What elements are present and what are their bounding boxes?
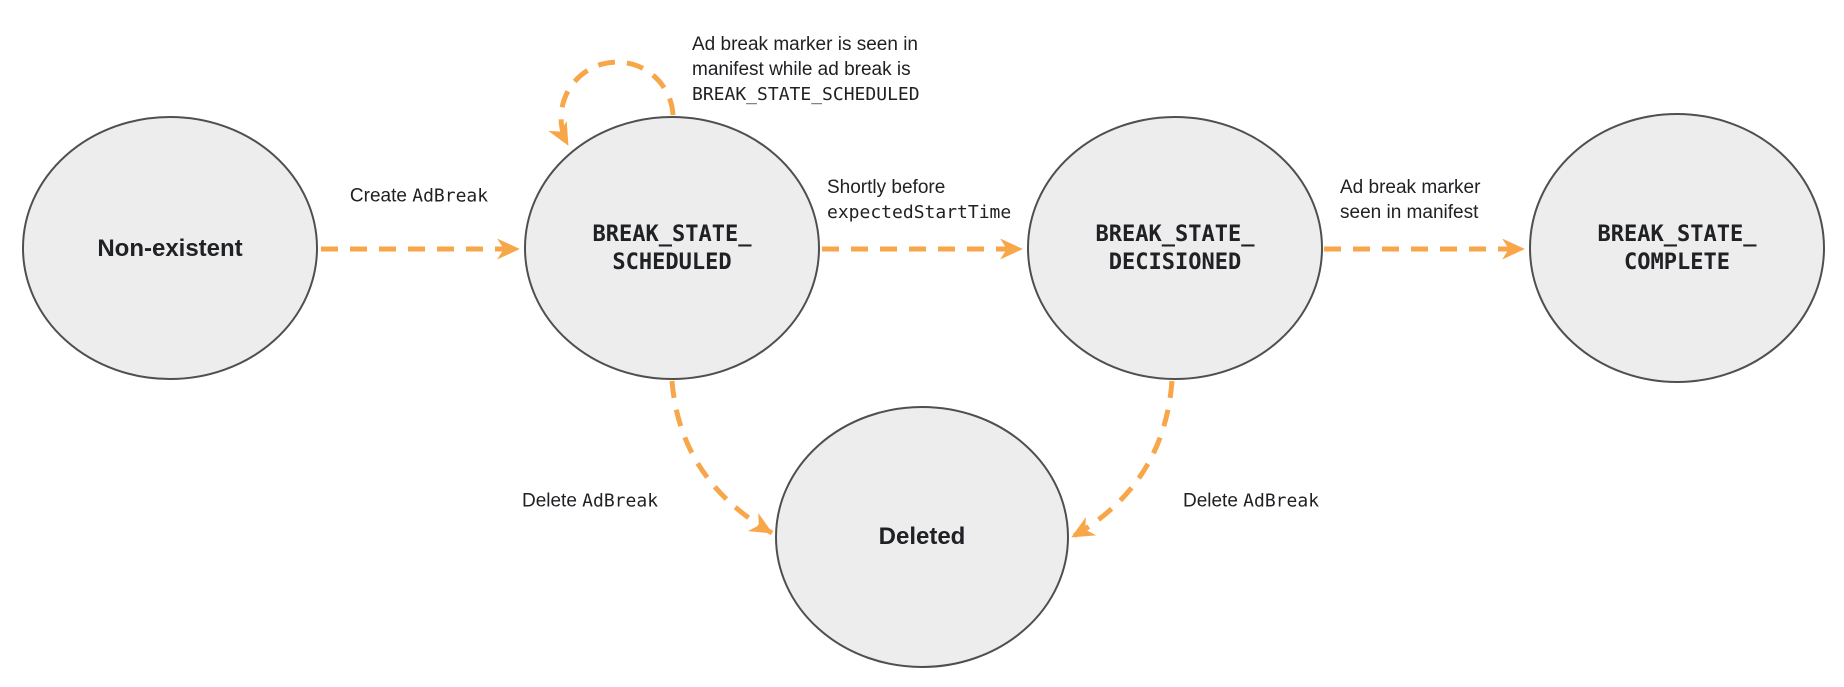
- transition-text: Shortly before: [827, 177, 946, 198]
- transition-label-shortly-before: Shortly before expectedStartTime: [827, 175, 1011, 225]
- transition-code: AdBreak: [582, 490, 659, 512]
- state-label-break-state-scheduled: BREAK_STATE_ SCHEDULED: [593, 221, 752, 277]
- transition-code: expectedStartTime: [827, 202, 1012, 223]
- state-label-non-existent: Non-existent: [97, 235, 243, 262]
- transition-text: Ad break marker is seen in: [692, 34, 918, 55]
- state-label-break-state-decisioned: BREAK_STATE_ DECISIONED: [1096, 221, 1255, 277]
- transition-code: AdBreak: [1243, 490, 1320, 512]
- arrow-delete-from-decisioned: [1070, 380, 1175, 540]
- state-node-break-state-decisioned: [1027, 116, 1323, 380]
- transition-text: Ad break marker: [1340, 177, 1481, 198]
- state-label-line: DECISIONED: [1108, 250, 1242, 275]
- state-label-line: BREAK_STATE_: [592, 222, 752, 247]
- state-node-break-state-complete: [1529, 113, 1825, 383]
- transition-label-delete-from-decisioned: Delete AdBreak: [1183, 489, 1319, 514]
- transition-label-delete-from-scheduled: Delete AdBreak: [522, 489, 658, 514]
- transition-text: Delete: [1182, 490, 1238, 512]
- state-label-line: BREAK_STATE_: [1597, 222, 1757, 247]
- transition-text: seen in manifest: [1340, 202, 1479, 223]
- transition-label-create-adbreak: Create AdBreak: [350, 184, 488, 209]
- state-node-break-state-scheduled: [524, 116, 820, 380]
- arrow-self-loop-scheduled: [548, 59, 676, 147]
- state-label-line: COMPLETE: [1624, 250, 1730, 275]
- transition-text: Delete: [521, 490, 577, 512]
- state-label-line: SCHEDULED: [612, 250, 732, 275]
- transition-text: manifest while ad break is: [692, 59, 911, 80]
- transition-label-self-loop: Ad break marker is seen in manifest whil…: [692, 32, 920, 107]
- state-label-line: BREAK_STATE_: [1095, 222, 1255, 247]
- state-node-non-existent: [22, 116, 318, 380]
- transition-label-marker-seen: Ad break marker seen in manifest: [1340, 175, 1480, 225]
- state-label-break-state-complete: BREAK_STATE_ COMPLETE: [1598, 221, 1757, 277]
- transition-code: AdBreak: [412, 185, 489, 207]
- transition-code: BREAK_STATE_SCHEDULED: [692, 84, 920, 105]
- state-label-deleted: Deleted: [878, 523, 966, 550]
- transition-text: Create: [349, 185, 407, 207]
- arrow-delete-from-scheduled: [669, 380, 774, 536]
- state-node-deleted: [775, 406, 1069, 668]
